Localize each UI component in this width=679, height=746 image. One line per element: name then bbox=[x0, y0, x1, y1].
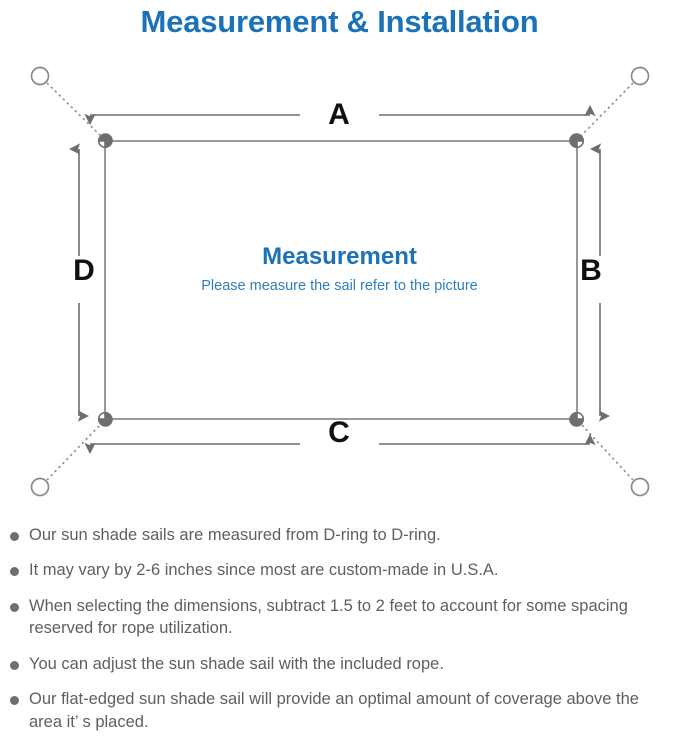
rope-bottom-left bbox=[46, 423, 102, 481]
list-item: When selecting the dimensions, subtract … bbox=[0, 595, 679, 640]
list-item: Our flat-edged sun shade sail will provi… bbox=[0, 688, 679, 733]
notes-list: Our sun shade sails are measured from D-… bbox=[0, 524, 679, 746]
diagram-svg bbox=[30, 66, 650, 497]
anchor-top-left-icon bbox=[30, 66, 50, 86]
d-rings bbox=[97, 133, 585, 427]
list-item: It may vary by 2-6 inches since most are… bbox=[0, 559, 679, 581]
page-title: Measurement & Installation bbox=[140, 4, 539, 39]
dimension-label-c: C bbox=[328, 416, 350, 449]
bullet-dot-icon bbox=[10, 532, 19, 541]
anchor-bottom-left-icon bbox=[30, 477, 50, 497]
list-item-text: It may vary by 2-6 inches since most are… bbox=[29, 561, 499, 580]
rope-top-left bbox=[46, 82, 102, 137]
sail-center-heading: Measurement bbox=[262, 243, 417, 270]
dimension-label-a: A bbox=[328, 98, 350, 131]
list-item-text: You can adjust the sun shade sail with t… bbox=[29, 654, 444, 673]
bullet-dot-icon bbox=[10, 660, 19, 670]
measurement-diagram: A B C D Measurement Please measure the s… bbox=[0, 50, 679, 515]
bullet-dot-icon bbox=[10, 696, 19, 706]
list-item-text: Our flat-edged sun shade sail will provi… bbox=[29, 690, 639, 731]
d-ring-top-left-ring bbox=[97, 133, 113, 149]
bullet-dot-icon bbox=[10, 602, 19, 612]
sail-body bbox=[104, 140, 578, 420]
dimension-label-d: D bbox=[73, 254, 95, 287]
d-ring-top-right-ring bbox=[569, 133, 585, 149]
anchor-bottom-right-icon bbox=[630, 477, 650, 497]
list-item: You can adjust the sun shade sail with t… bbox=[0, 653, 679, 675]
d-ring-bottom-left-ring bbox=[97, 411, 113, 427]
d-ring-bottom-right-ring bbox=[569, 411, 585, 427]
list-item-text: When selecting the dimensions, subtract … bbox=[29, 596, 628, 638]
list-item-text: Our sun shade sails are measured from D-… bbox=[29, 526, 441, 544]
anchor-points bbox=[30, 66, 650, 497]
dimension-label-b: B bbox=[580, 254, 602, 287]
rope-top-right bbox=[580, 82, 634, 137]
rope-lines bbox=[46, 82, 634, 481]
sail-center-subtext: Please measure the sail refer to the pic… bbox=[201, 278, 478, 294]
anchor-top-right-icon bbox=[630, 66, 650, 86]
list-item: Our sun shade sails are measured from D-… bbox=[0, 524, 679, 546]
rope-bottom-right bbox=[580, 423, 634, 481]
bullet-dot-icon bbox=[10, 567, 19, 577]
